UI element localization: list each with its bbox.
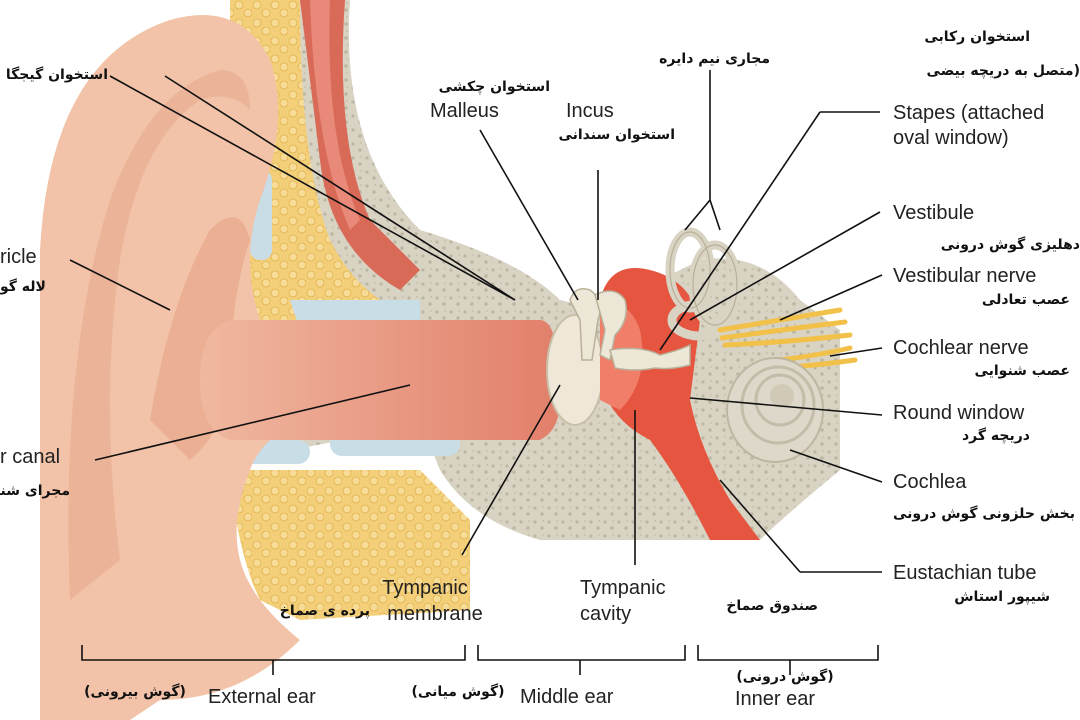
tympanic-membrane-label-en: Tympanic <box>382 577 468 599</box>
region-brackets <box>81 645 879 675</box>
eustachian-tube-label-fa: شیپور استاش <box>954 589 1050 605</box>
stapes-shape <box>609 343 691 371</box>
tympanic-cavity-label-fa: صندوق صماخ <box>726 598 818 614</box>
cochlear-nerve-label-en: Cochlear nerve <box>893 337 1029 359</box>
tympanic-membrane-label-en-2: membrane <box>387 603 483 625</box>
round-window-label-en: Round window <box>893 402 1025 424</box>
tympanic-membrane-label-fa: پرده ی صماخ <box>279 603 370 619</box>
external-ear-label-en: External ear <box>208 686 316 708</box>
ear-canal-label-en: r canal <box>0 446 61 468</box>
middle-ear-label-fa: (گوش میانی) <box>411 684 505 700</box>
auricle-label-en: ricle <box>0 246 37 268</box>
incus-shape <box>594 290 627 362</box>
middle-ear-label-en: Middle ear <box>520 686 614 708</box>
semicircular-label-fa: مجاری نیم دایره <box>659 51 770 67</box>
tympanic-cavity-label-en-2: cavity <box>580 603 632 625</box>
inner-ear-label-fa: (گوش درونی) <box>736 669 834 685</box>
temporal-bone-label-fa: استخوان گیجگا <box>5 67 108 83</box>
ear-canal-label-fa: مجرای شنو <box>0 483 70 499</box>
ear-canal <box>200 320 560 440</box>
tympanic-cavity-label-en: Tympanic <box>580 577 666 599</box>
stapes-label-en-2: oval window) <box>893 127 1009 149</box>
cochlea-label-fa: بخش حلزونی گوش درونی <box>893 506 1075 522</box>
stapes-label-en: Stapes (attached <box>893 102 1045 124</box>
cochlea-label-en: Cochlea <box>893 471 967 493</box>
vestibule-label-en: Vestibule <box>893 202 975 224</box>
stapes-label-fa-2: (متصل به دریچه بیضی <box>926 63 1080 79</box>
auricle-label-fa: لاله گو <box>0 279 46 295</box>
malleus-shape <box>569 288 601 361</box>
malleus-label-fa: استخوان چکشی <box>438 79 550 95</box>
vestibular-nerve-label-en: Vestibular nerve <box>893 265 1037 287</box>
eustachian-tube-label-en: Eustachian tube <box>893 562 1037 584</box>
cochlear-nerve-label-fa: عصب شنوایی <box>974 363 1070 379</box>
external-ear-label-fa: (گوش بیرونی) <box>84 684 186 700</box>
inner-ear-label-en: Inner ear <box>735 688 816 710</box>
stapes-label-fa: استخوان رکابی <box>924 29 1030 45</box>
round-window-label-fa: دریچه گرد <box>962 428 1030 444</box>
vestibule-label-fa: دهلیزی گوش درونی <box>940 237 1080 253</box>
leader-lines <box>69 70 883 573</box>
vestibular-nerve-label-fa: عصب تعادلی <box>981 292 1070 308</box>
incus-label-fa: استخوان سندانی <box>558 127 675 143</box>
incus-label-en: Incus <box>566 100 614 122</box>
malleus-label-en: Malleus <box>430 100 499 122</box>
cochlea-shape <box>726 357 824 463</box>
